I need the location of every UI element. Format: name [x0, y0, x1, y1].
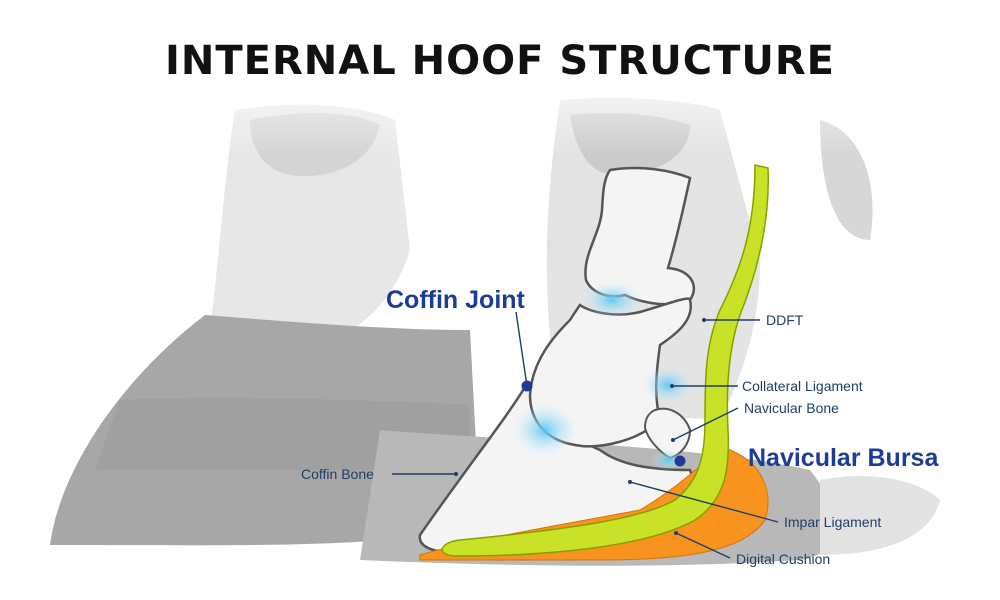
label-digital-cushion: Digital Cushion [736, 551, 830, 567]
label-coffin-bone: Coffin Bone [301, 466, 374, 482]
pastern-joint-glow [582, 282, 642, 318]
coffin-joint-marker [521, 380, 533, 392]
label-collateral-ligament: Collateral Ligament [742, 378, 863, 394]
navicular-bone-leader [672, 407, 739, 441]
navicular-bursa-marker [674, 455, 686, 467]
page-title: INTERNAL HOOF STRUCTURE [165, 38, 835, 84]
impar-ligament-leader [629, 481, 779, 523]
coffin-joint-leader [515, 311, 528, 387]
label-ddft: DDFT [766, 312, 804, 328]
digital-cushion-leader [675, 532, 731, 559]
navicular-bone-dot [671, 438, 675, 442]
collateral-ligament-dot [670, 384, 674, 388]
ddft-tendon [441, 164, 769, 557]
label-coffin-joint: Coffin Joint [386, 286, 526, 314]
digital-cushion-dot [674, 531, 678, 535]
coffin-bone-dot [454, 472, 458, 476]
label-navicular-bursa: Navicular Bursa [748, 444, 939, 472]
coffin-joint-glow [513, 404, 577, 456]
label-navicular-bone: Navicular Bone [744, 400, 839, 416]
impar-ligament-dot [628, 480, 632, 484]
label-impar-ligament: Impar Ligament [784, 514, 881, 530]
collateral-ligament-glow [642, 367, 694, 403]
ddft-dot [702, 318, 706, 322]
